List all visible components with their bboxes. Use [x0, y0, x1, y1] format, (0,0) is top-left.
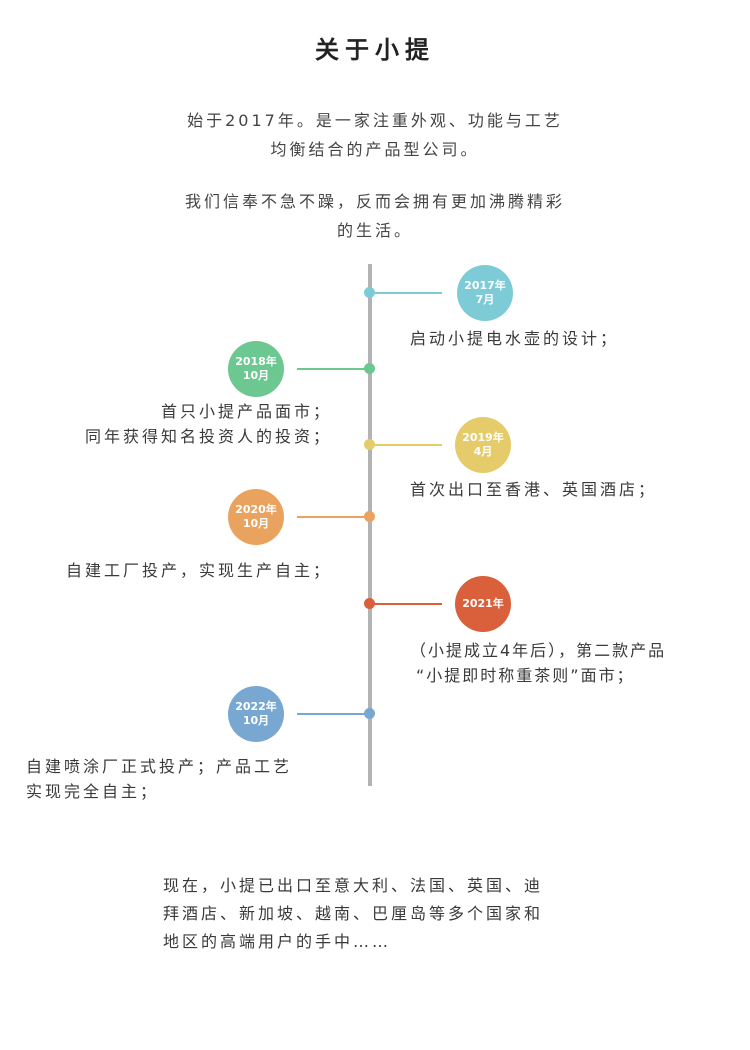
bubble-month-2022: 10月 — [242, 714, 270, 727]
bubble-month-2018: 10月 — [242, 369, 270, 382]
outro-line-2: 拜酒店、新加坡、越南、巴厘岛等多个国家和 — [163, 904, 544, 923]
event-2021-line-2: “小提即时称重茶则”面市； — [416, 666, 635, 685]
bubble-month-2019: 4月 — [473, 445, 493, 458]
event-2017-line-1: 启动小提电水壶的设计； — [410, 329, 620, 348]
outro-line-3: 地区的高端用户的手中…… — [163, 932, 392, 951]
event-2021-text: （小提成立4年后），第二款产品 “小提即时称重茶则”面市； — [410, 638, 666, 688]
connector-2022 — [297, 713, 370, 715]
node-2021 — [364, 598, 375, 609]
event-2022-line-1: 自建喷涂厂正式投产；产品工艺 — [26, 757, 293, 776]
year-bubble-2021: 2021年 — [455, 576, 511, 632]
bubble-month-2020: 10月 — [242, 517, 270, 530]
event-2021-line-1: （小提成立4年后），第二款产品 — [410, 641, 667, 660]
event-2020-text: 自建工厂投产，实现生产自主； — [66, 558, 332, 583]
year-bubble-2020: 2020年 10月 — [228, 489, 284, 545]
event-2022-text: 自建喷涂厂正式投产；产品工艺 实现完全自主； — [26, 754, 292, 804]
connector-2017 — [370, 292, 442, 294]
node-2019 — [364, 439, 375, 450]
motto-line-2: 的生活。 — [336, 221, 413, 240]
bubble-month-2017: 7月 — [475, 293, 495, 306]
year-bubble-2019: 2019年 4月 — [455, 417, 511, 473]
connector-2020 — [297, 516, 370, 518]
year-bubble-2022: 2022年 10月 — [228, 686, 284, 742]
year-bubble-2017: 2017年 7月 — [457, 265, 513, 321]
bubble-year-2017: 2017年 — [464, 279, 506, 292]
bubble-year-2020: 2020年 — [235, 503, 277, 516]
page-title: 关于小提 — [315, 36, 435, 64]
intro-paragraph: 始于2017年。是一家注重外观、功能与工艺 均衡结合的产品型公司。 — [0, 106, 750, 164]
event-2019-text: 首次出口至香港、英国酒店； — [410, 477, 657, 502]
intro-line-2: 均衡结合的产品型公司。 — [270, 140, 480, 159]
event-2020-line-1: 自建工厂投产，实现生产自主； — [65, 561, 332, 580]
timeline-axis — [368, 264, 372, 786]
bubble-year-2019: 2019年 — [462, 431, 504, 444]
outro-line-1: 现在，小提已出口至意大利、法国、英国、迪 — [163, 876, 544, 895]
intro-line-1: 始于2017年。是一家注重外观、功能与工艺 — [187, 111, 563, 130]
year-bubble-2018: 2018年 10月 — [228, 341, 284, 397]
event-2018-line-1: 首只小提产品面市； — [160, 402, 332, 421]
connector-2018 — [297, 368, 370, 370]
bubble-year-2022: 2022年 — [235, 700, 277, 713]
event-2019-line-1: 首次出口至香港、英国酒店； — [410, 480, 658, 499]
event-2018-text: 首只小提产品面市； 同年获得知名投资人的投资； — [85, 399, 332, 449]
event-2022-line-2: 实现完全自主； — [26, 782, 160, 801]
event-2017-text: 启动小提电水壶的设计； — [410, 326, 619, 351]
node-2017 — [364, 287, 375, 298]
connector-2019 — [370, 444, 442, 446]
bubble-year-2018: 2018年 — [235, 355, 277, 368]
node-2020 — [364, 511, 375, 522]
event-2018-line-2: 同年获得知名投资人的投资； — [84, 427, 332, 446]
node-2018 — [364, 363, 375, 374]
bubble-year-2021: 2021年 — [462, 597, 504, 610]
node-2022 — [364, 708, 375, 719]
motto-line-1: 我们信奉不急不躁，反而会拥有更加沸腾精彩 — [184, 192, 565, 211]
connector-2021 — [370, 603, 442, 605]
motto-paragraph: 我们信奉不急不躁，反而会拥有更加沸腾精彩 的生活。 — [0, 187, 750, 245]
outro-paragraph: 现在，小提已出口至意大利、法国、英国、迪 拜酒店、新加坡、越南、巴厘岛等多个国家… — [163, 872, 543, 956]
